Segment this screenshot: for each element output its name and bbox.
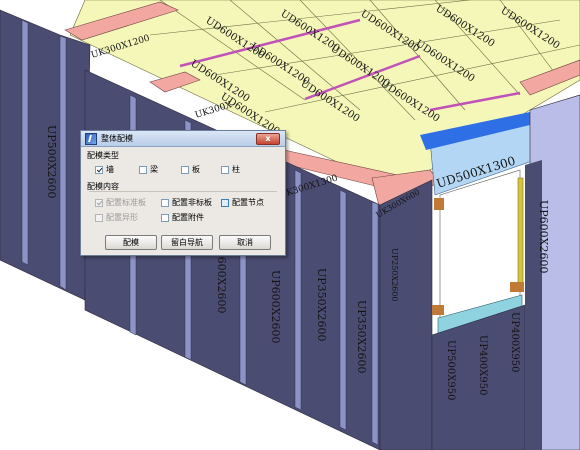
- beam-mid-left: [149, 71, 201, 93]
- checkbox-box: [221, 198, 229, 207]
- wall-labels: UP500X2600 UP600X2600 UP600X2600 UP350X2…: [45, 125, 550, 400]
- checkbox-standard-panel[interactable]: 配置标准板: [95, 197, 146, 208]
- checkbox-nonstandard-panel[interactable]: 配置非标板: [161, 197, 212, 208]
- opening-frame-yellow: [517, 177, 524, 289]
- checkbox-type-slab[interactable]: 板: [181, 164, 200, 175]
- checkbox-type-column[interactable]: 柱: [221, 164, 240, 175]
- corner-bracket-1: [510, 282, 524, 292]
- checkbox-type-wall[interactable]: 墙: [95, 164, 114, 175]
- wall-label: UP600X2600: [537, 200, 550, 274]
- cancel-button[interactable]: 取消: [219, 235, 271, 250]
- wall-label: UP500X2600: [45, 125, 58, 199]
- checkbox-irregular[interactable]: 配置异形: [95, 212, 138, 223]
- beam-right-pink: [519, 59, 580, 96]
- formwork-button[interactable]: 配模: [105, 235, 157, 250]
- wall-below-opening: [431, 304, 526, 450]
- checkbox-label: 板: [192, 165, 200, 174]
- checkbox-box: [139, 165, 147, 174]
- slab-seams: [149, 0, 580, 121]
- opening-void: [439, 169, 521, 321]
- wall-label: UP600X2600: [269, 270, 282, 344]
- dialog-title-bar[interactable]: 整体配模 x: [81, 131, 285, 147]
- wall-label: UP500X950: [445, 340, 456, 400]
- integrated-formwork-dialog: 整体配模 x 配模类型 墙 梁 板 柱 配模内容 配置标准板 配置非标板 配置节…: [80, 130, 286, 256]
- app-icon: [85, 132, 97, 145]
- section-type-title: 配模类型: [87, 151, 119, 160]
- checkbox-box: [181, 165, 189, 174]
- wall-corner: [379, 179, 433, 450]
- checkbox-box: [161, 213, 169, 222]
- checkbox-box: [95, 198, 103, 207]
- wall-label: UP350X2600: [315, 268, 328, 342]
- checkbox-label: 配置节点: [232, 198, 264, 207]
- checkbox-box: [221, 165, 229, 174]
- wall-label: UP600X2600: [215, 240, 228, 314]
- checkbox-label: 梁: [150, 165, 158, 174]
- checkbox-type-beam[interactable]: 梁: [139, 164, 158, 175]
- wall-label: UP250X2600: [390, 248, 399, 301]
- wall-label: UP400X950: [509, 312, 520, 372]
- checkbox-label: 柱: [232, 165, 240, 174]
- checkbox-label: 配置异形: [106, 213, 138, 222]
- checkbox-label: 墙: [106, 165, 114, 174]
- wall-label: UP350X2600: [355, 300, 368, 374]
- dialog-title: 整体配模: [101, 134, 133, 143]
- checkbox-accessory[interactable]: 配置附件: [161, 212, 204, 223]
- checkbox-box: [161, 198, 169, 207]
- opening-beam-band: [420, 112, 534, 150]
- checkbox-label: 配置附件: [172, 213, 204, 222]
- checkbox-box: [95, 213, 103, 222]
- wall-label: UP400X950: [477, 335, 488, 395]
- section-content-title: 配模内容: [87, 182, 119, 191]
- content-group-divider: [89, 191, 277, 192]
- wall-left: [0, 9, 91, 301]
- checkbox-label: 配置非标板: [172, 198, 212, 207]
- checkbox-box: [95, 165, 103, 174]
- corner-bracket-3: [434, 198, 444, 210]
- close-button[interactable]: x: [256, 133, 280, 145]
- checkbox-node[interactable]: 配置节点: [221, 197, 264, 208]
- beam-left: [64, 1, 179, 41]
- auto-nav-button[interactable]: 留白导航: [161, 235, 213, 250]
- corner-bracket-2: [432, 305, 444, 315]
- joint-strips: [179, 18, 521, 112]
- wall-right-dark: [525, 160, 542, 450]
- checkbox-label: 配置标准板: [106, 198, 146, 207]
